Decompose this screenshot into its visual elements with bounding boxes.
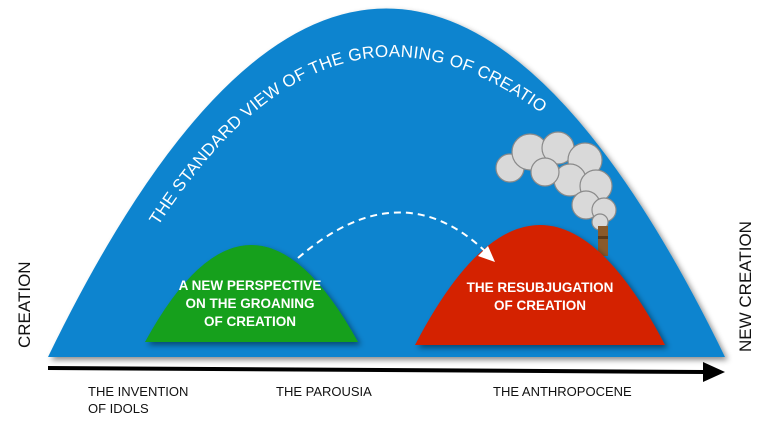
tick-invention-of-idols: THE INVENTION OF IDOLS <box>88 383 188 417</box>
tick-parousia: THE PAROUSIA <box>276 383 372 400</box>
tick-line1: THE ANTHROPOCENE <box>493 384 632 399</box>
green-label-line1: A NEW PERSPECTIVE <box>178 278 322 293</box>
tick-line1: THE PAROUSIA <box>276 384 372 399</box>
smokestack-icon <box>598 226 608 256</box>
timeline-arrowhead-icon <box>703 362 725 382</box>
green-dome-label: A NEW PERSPECTIVE ON THE GROANING OF CRE… <box>170 277 330 331</box>
green-dome <box>145 245 358 342</box>
tick-line2: OF IDOLS <box>88 401 149 416</box>
green-label-line2: ON THE GROANING <box>185 296 315 311</box>
smoke-cloud-icon <box>495 131 617 231</box>
tick-line1: THE INVENTION <box>88 384 189 399</box>
red-dome <box>415 225 665 345</box>
dashed-transition-arrow <box>297 211 487 259</box>
red-dome-label: THE RESUBJUGATION OF CREATION <box>450 279 630 315</box>
timeline-axis <box>47 366 706 374</box>
red-label-line2: OF CREATION <box>494 298 586 313</box>
dashed-arrow-head-icon <box>478 246 495 262</box>
tick-anthropocene: THE ANTHROPOCENE <box>493 383 632 400</box>
red-label-line1: THE RESUBJUGATION <box>466 280 614 295</box>
axis-end-label: NEW CREATION <box>736 221 755 352</box>
axis-start-label: CREATION <box>15 261 34 348</box>
green-label-line3: OF CREATION <box>204 314 296 329</box>
